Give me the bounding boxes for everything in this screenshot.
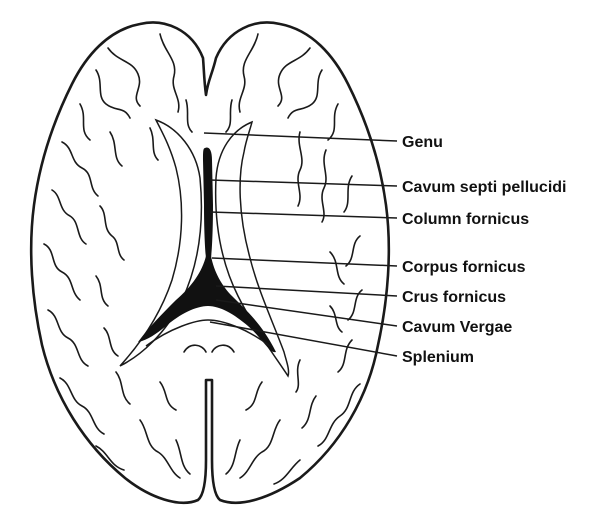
label-genu: Genu <box>402 134 443 151</box>
label-splenium: Splenium <box>402 349 474 366</box>
label-cavum-septi-pellucidi: Cavum septi pellucidi <box>402 179 566 196</box>
label-corpus-fornicus: Corpus fornicus <box>402 259 526 276</box>
label-cavum-vergae: Cavum Vergae <box>402 319 512 336</box>
label-crus-fornicus: Crus fornicus <box>402 289 506 306</box>
label-column-fornicus: Column fornicus <box>402 211 529 228</box>
